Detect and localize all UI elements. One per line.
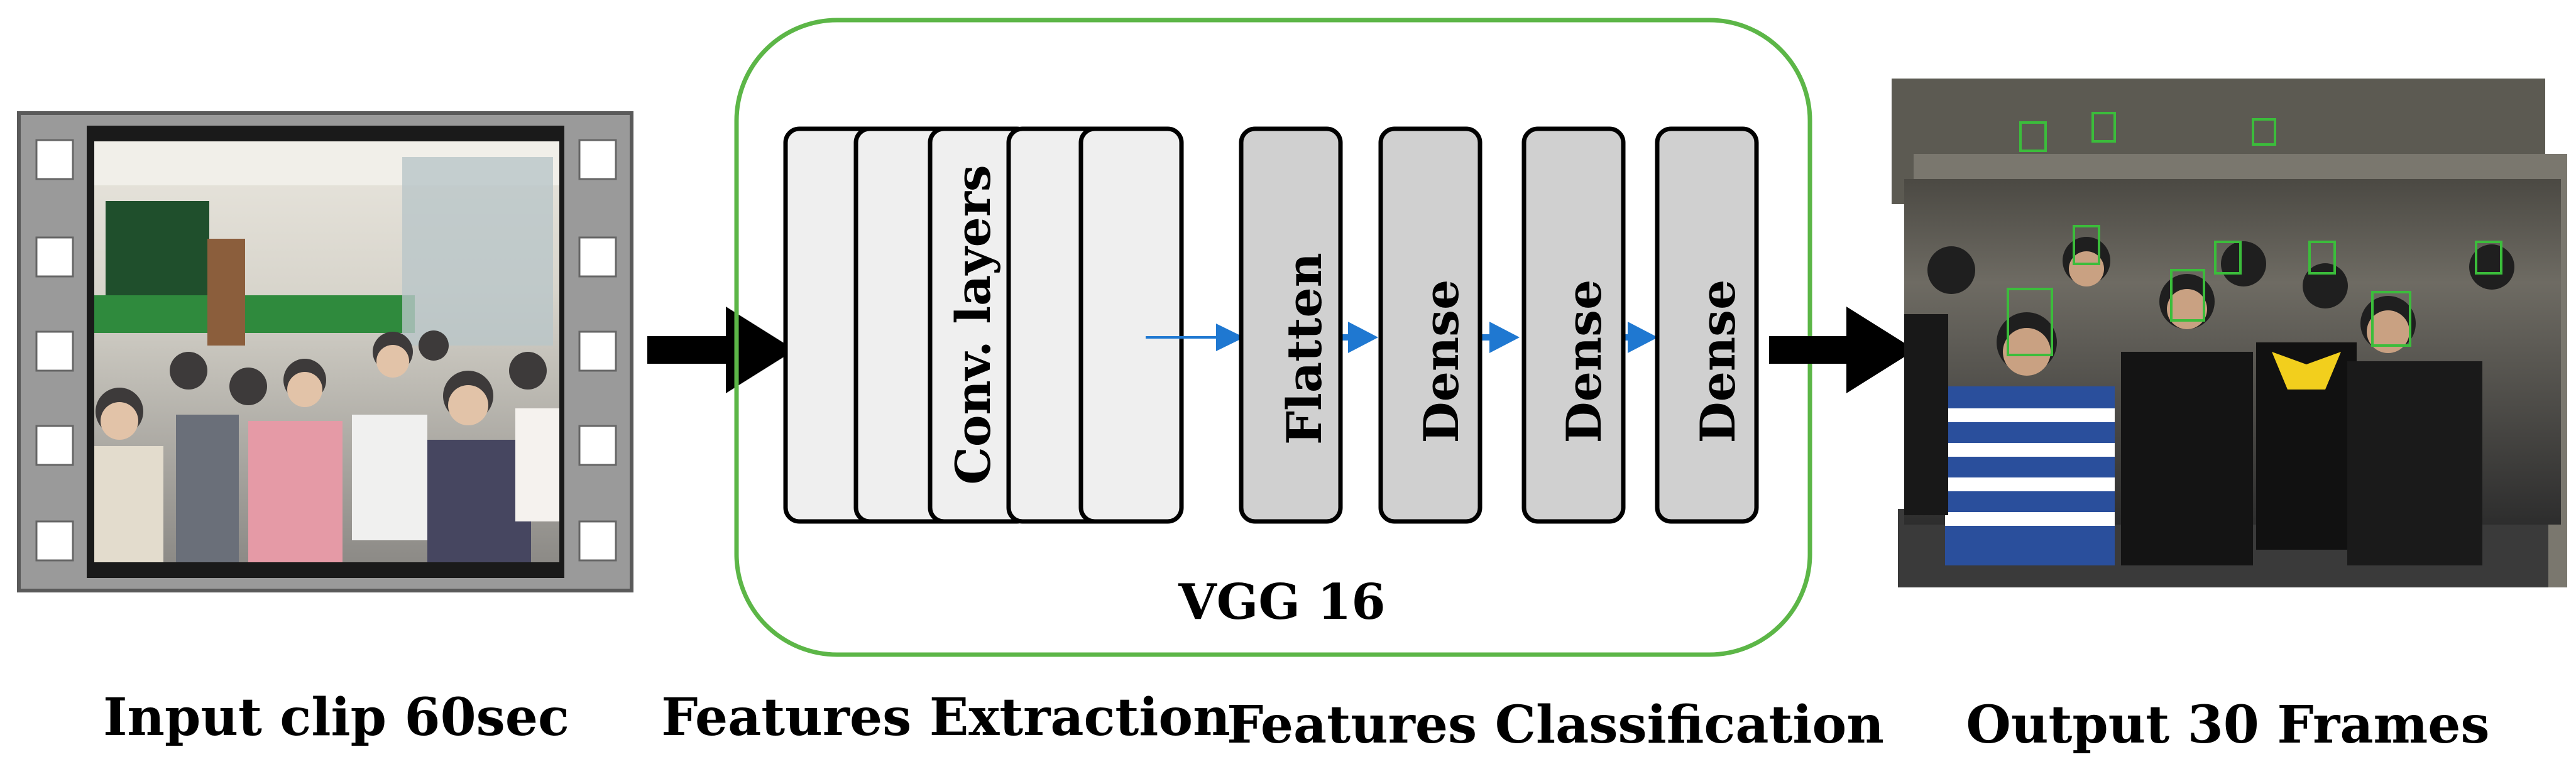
arrow-input-to-vgg [647,307,795,393]
film-sprocket-holes [35,139,617,562]
layer-dense-1-label: Dense [1413,280,1469,444]
layer-dense-3-label: Dense [1690,280,1746,444]
layer-dense-2-label: Dense [1556,280,1612,444]
input-video-frame [94,141,559,562]
layer-dense-2: Dense [1521,126,1626,524]
conv-layers-label: Conv. layers [945,165,1001,484]
layer-dense-1: Dense [1378,126,1483,524]
arrow-vgg-to-output [1769,307,1916,393]
output-stacked-frames-icon [1892,79,2567,587]
layer-flatten: Flatten [1239,126,1343,524]
caption-classification: Features Classification [1227,695,1884,755]
input-film-strip-icon [17,111,633,592]
caption-output: Output 30 Frames [1966,695,2489,755]
layer-flatten-label: Flatten [1276,253,1332,445]
layer-arrows [1146,322,1658,353]
vgg16-label: VGG 16 [1178,574,1385,631]
caption-input: Input clip 60sec [103,687,569,748]
conv-layers-stack [783,126,1184,524]
caption-extraction: Features Extraction [661,687,1230,748]
layer-dense-3: Dense [1655,126,1759,524]
